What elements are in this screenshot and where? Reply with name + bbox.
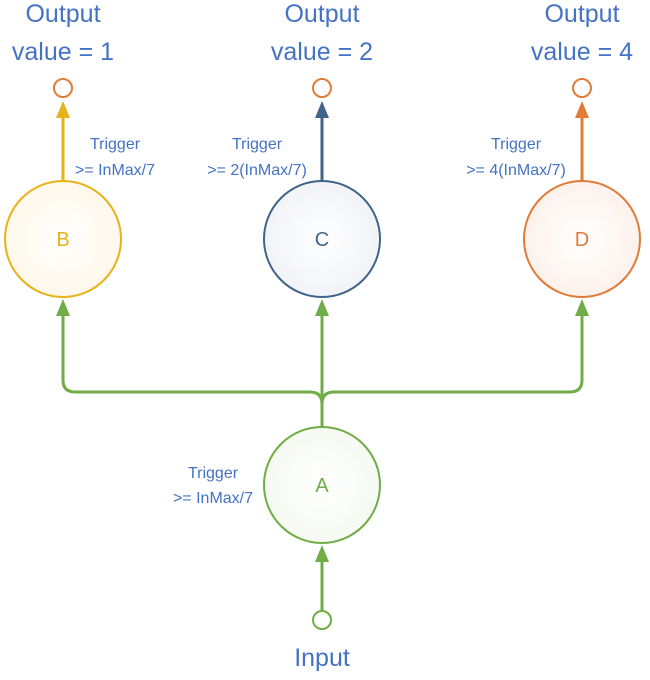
arrowhead-d-output [575, 101, 589, 118]
trigger-d-line2: >= 4(InMax/7) [466, 162, 566, 179]
arrowhead-a-to-c [315, 299, 329, 316]
node-a-label: A [315, 475, 329, 497]
output-c-title-line1: Output [284, 0, 359, 28]
input-terminal [312, 610, 332, 630]
node-b [4, 180, 122, 298]
trigger-a-line1: Trigger [188, 465, 239, 482]
node-b-label: B [56, 229, 69, 251]
trigger-d-line1: Trigger [491, 136, 542, 153]
arrowhead-input-to-a [315, 545, 329, 562]
node-c [263, 180, 381, 298]
connector-a-to-b [61, 316, 324, 427]
trigger-b-line2: >= InMax/7 [75, 162, 155, 179]
output-b-title-line2: value = 1 [12, 38, 114, 66]
output-d-title-line2: value = 4 [531, 38, 633, 66]
output-c-title-line2: value = 2 [271, 38, 373, 66]
arrowhead-c-output [315, 101, 329, 118]
trigger-c-line2: >= 2(InMax/7) [207, 162, 307, 179]
output-c-terminal [312, 78, 332, 98]
node-a [263, 426, 381, 544]
output-b-terminal [53, 78, 73, 98]
output-d-title-line1: Output [544, 0, 619, 28]
output-b-title-line1: Output [25, 0, 100, 28]
trigger-c-line1: Trigger [232, 136, 283, 153]
node-c-label: C [315, 229, 329, 251]
arrowhead-a-to-d [575, 299, 589, 316]
arrowhead-b-output [56, 101, 70, 118]
input-label: Input [294, 644, 350, 672]
trigger-b-line1: Trigger [90, 136, 141, 153]
node-d-label: D [575, 229, 589, 251]
connector-a-to-d [320, 316, 584, 427]
trigger-a-line2: >= InMax/7 [173, 490, 253, 507]
arrowhead-a-to-b [56, 299, 70, 316]
output-d-terminal [572, 78, 592, 98]
node-d [523, 180, 641, 298]
